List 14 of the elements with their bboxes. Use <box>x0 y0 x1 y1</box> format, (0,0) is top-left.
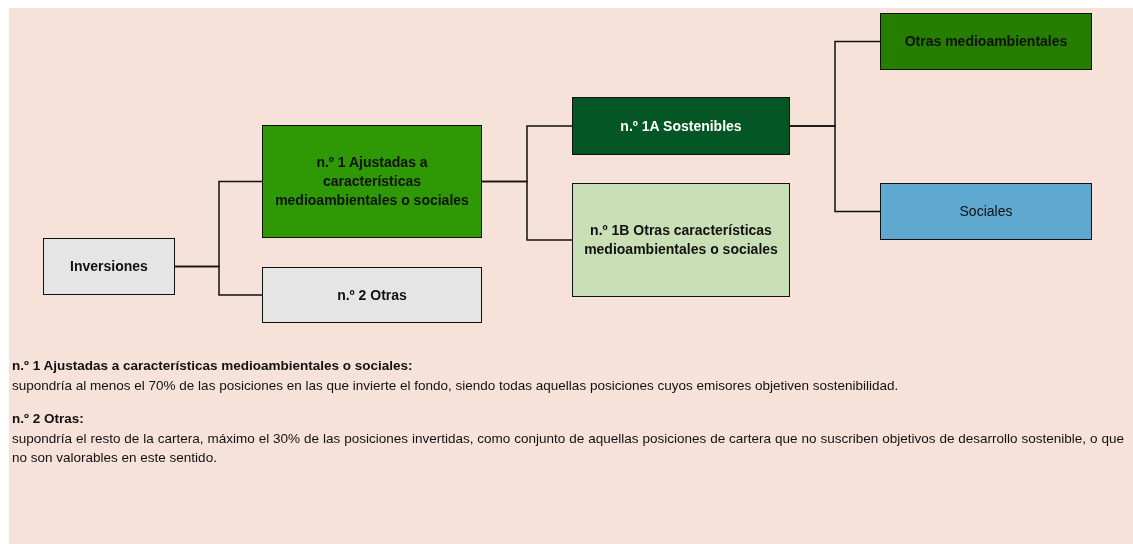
connector-line <box>789 125 881 213</box>
category-box: n.º 1A Sostenibles <box>572 97 790 155</box>
note-text: supondría al menos el 70% de las posiciones en las que invierte el fondo, siendo todas aquellas posiciones cuyos emisores objetiven sostenibilidad. <box>12 376 900 395</box>
category-box: Otras medioambientales <box>880 13 1092 70</box>
category-box: Inversiones <box>43 238 175 295</box>
category-box: n.º 2 Otras <box>262 267 482 323</box>
category-box: n.º 1 Ajustadas a características medioambientales o sociales <box>262 125 482 238</box>
connector-line <box>174 265 263 296</box>
category-box: Sociales <box>880 183 1092 240</box>
note-text: supondría el resto de la cartera, máximo el 30% de las posiciones invertidas, como conjunto de aquellas posiciones de cartera que no suscriben objetivos de desarrollo sostenible, o que no son valorables en este sentido. <box>12 429 1124 468</box>
connector-line <box>481 180 573 241</box>
note-heading: n.º 1 Ajustadas a características medioambientales o sociales: <box>12 357 414 375</box>
note-heading: n.º 2 Otras: <box>12 410 85 429</box>
category-box: n.º 1B Otras características medioambientales o sociales <box>572 183 790 297</box>
